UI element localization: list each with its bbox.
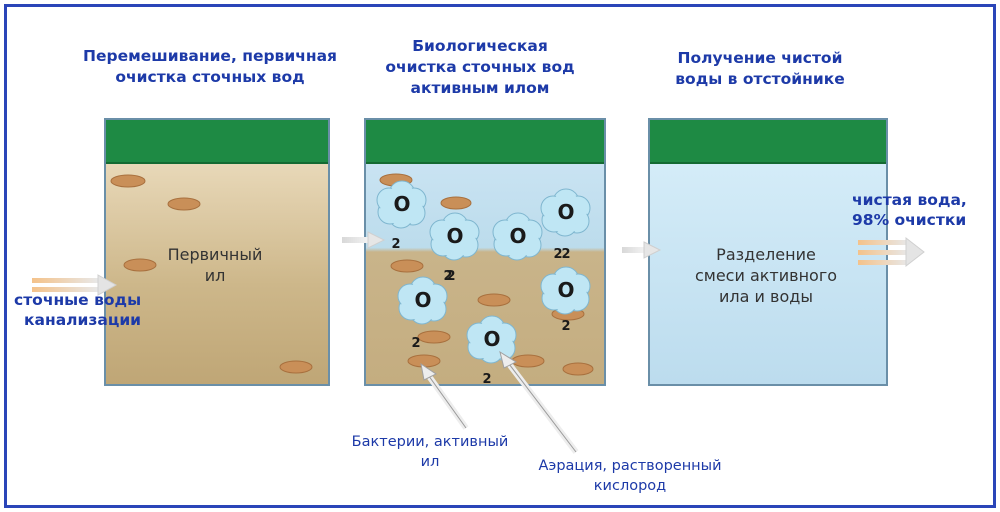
separation-line2: смеси активного [694, 266, 838, 285]
oxygen-subscript: 2 [443, 269, 452, 284]
aeration-callout: Аэрация, растворенный кислород [512, 456, 748, 496]
outflow-label: чистая вода, 98% очистки [852, 190, 967, 230]
separation-label: Разделение смеси активного ила и воды [676, 244, 856, 307]
sludge-flake [407, 354, 441, 368]
primary-sludge-line1: Первичный [167, 245, 263, 264]
stage3-heading: Получение чистой воды в отстойнике [640, 48, 880, 90]
sludge-flake [123, 258, 157, 272]
oxygen-subscript: 2 [446, 269, 455, 284]
sludge-flake [477, 293, 511, 307]
separation-line1: Разделение [716, 245, 816, 264]
inflow-label-line2: канализации [24, 311, 142, 329]
transfer-arrow-2 [622, 241, 662, 259]
primary-sludge-label: Первичный ил [140, 244, 290, 286]
oxygen-subscript: 2 [561, 319, 570, 334]
aeration-callout-line1: Аэрация, растворенный [538, 458, 722, 474]
tank1-lid [106, 120, 328, 164]
aeration-pointer [499, 350, 579, 454]
tank1-body [106, 164, 328, 384]
sludge-flake [167, 197, 201, 211]
oxygen-letter: O [414, 288, 431, 312]
oxygen-subscript: 2 [391, 237, 400, 252]
oxygen-subscript: 2 [561, 247, 570, 262]
inflow-arrow [32, 274, 118, 296]
separation-line3: ила и воды [719, 287, 813, 306]
oxygen-letter: O [557, 278, 574, 302]
sludge-flake [110, 174, 146, 188]
stage1-heading: Перемешивание, первичная очистка сточных… [60, 46, 360, 88]
oxygen-bubble: O2 [540, 188, 591, 262]
inflow-label-line1: сточные воды [14, 291, 142, 309]
oxygen-letter: O [509, 224, 526, 248]
sludge-flake [417, 330, 451, 344]
sludge-flake [390, 259, 424, 273]
oxygen-letter: O [393, 192, 410, 216]
primary-settling-tank [104, 118, 330, 386]
stage3-heading-line1: Получение чистой [677, 49, 843, 67]
primary-sludge-line2: ил [204, 266, 226, 285]
oxygen-bubble: O2 [376, 180, 427, 252]
tank1-sludge-flakes [110, 174, 313, 374]
stage2-heading: Биологическая очистка сточных вод активн… [355, 36, 605, 99]
stage1-heading-line2: очистка сточных вод [115, 68, 305, 86]
oxygen-bubble: O2 [429, 212, 480, 284]
stage2-heading-line3: активным илом [410, 79, 550, 97]
clarifier-tank [648, 118, 888, 386]
stage2-heading-line1: Биологическая [412, 37, 548, 55]
stage3-heading-line2: воды в отстойнике [675, 70, 845, 88]
oxygen-subscript: 2 [411, 336, 420, 351]
oxygen-bubble: O2 [411, 315, 517, 364]
inflow-label: сточные воды канализации [14, 290, 141, 330]
tank3-body [650, 164, 886, 384]
transfer-arrow-1 [342, 231, 386, 249]
oxygen-bubble: O2 [540, 266, 591, 334]
oxygen-subscript: 2 [553, 247, 562, 262]
bacteria-callout-line2: ил [420, 454, 440, 470]
outflow-label-line1: чистая вода, [852, 191, 967, 209]
outflow-label-line2: 98% очистки [852, 211, 967, 229]
bacteria-callout-line1: Бактерии, активный [351, 434, 509, 450]
aeration-callout-line2: кислород [593, 478, 667, 494]
tank2-lid [366, 120, 604, 164]
bacteria-pointer [420, 362, 469, 430]
oxygen-bubble: O2 [397, 269, 456, 325]
outflow-arrow [858, 236, 925, 268]
sludge-flake [511, 354, 545, 368]
oxygen-subscript: 2 [482, 372, 491, 387]
oxygen-letter: O [446, 224, 463, 248]
sludge-flake [440, 196, 472, 210]
stage1-heading-line1: Перемешивание, первичная [83, 47, 337, 65]
oxygen-bubble: O2 [492, 212, 563, 262]
sludge-flake [562, 362, 594, 376]
oxygen-letter: O [483, 327, 500, 351]
bacteria-callout: Бактерии, активный ил [330, 432, 530, 472]
tank3-lid [650, 120, 886, 164]
oxygen-letter: O [557, 200, 574, 224]
stage2-heading-line2: очистка сточных вод [385, 58, 575, 76]
sludge-flake [279, 360, 313, 374]
